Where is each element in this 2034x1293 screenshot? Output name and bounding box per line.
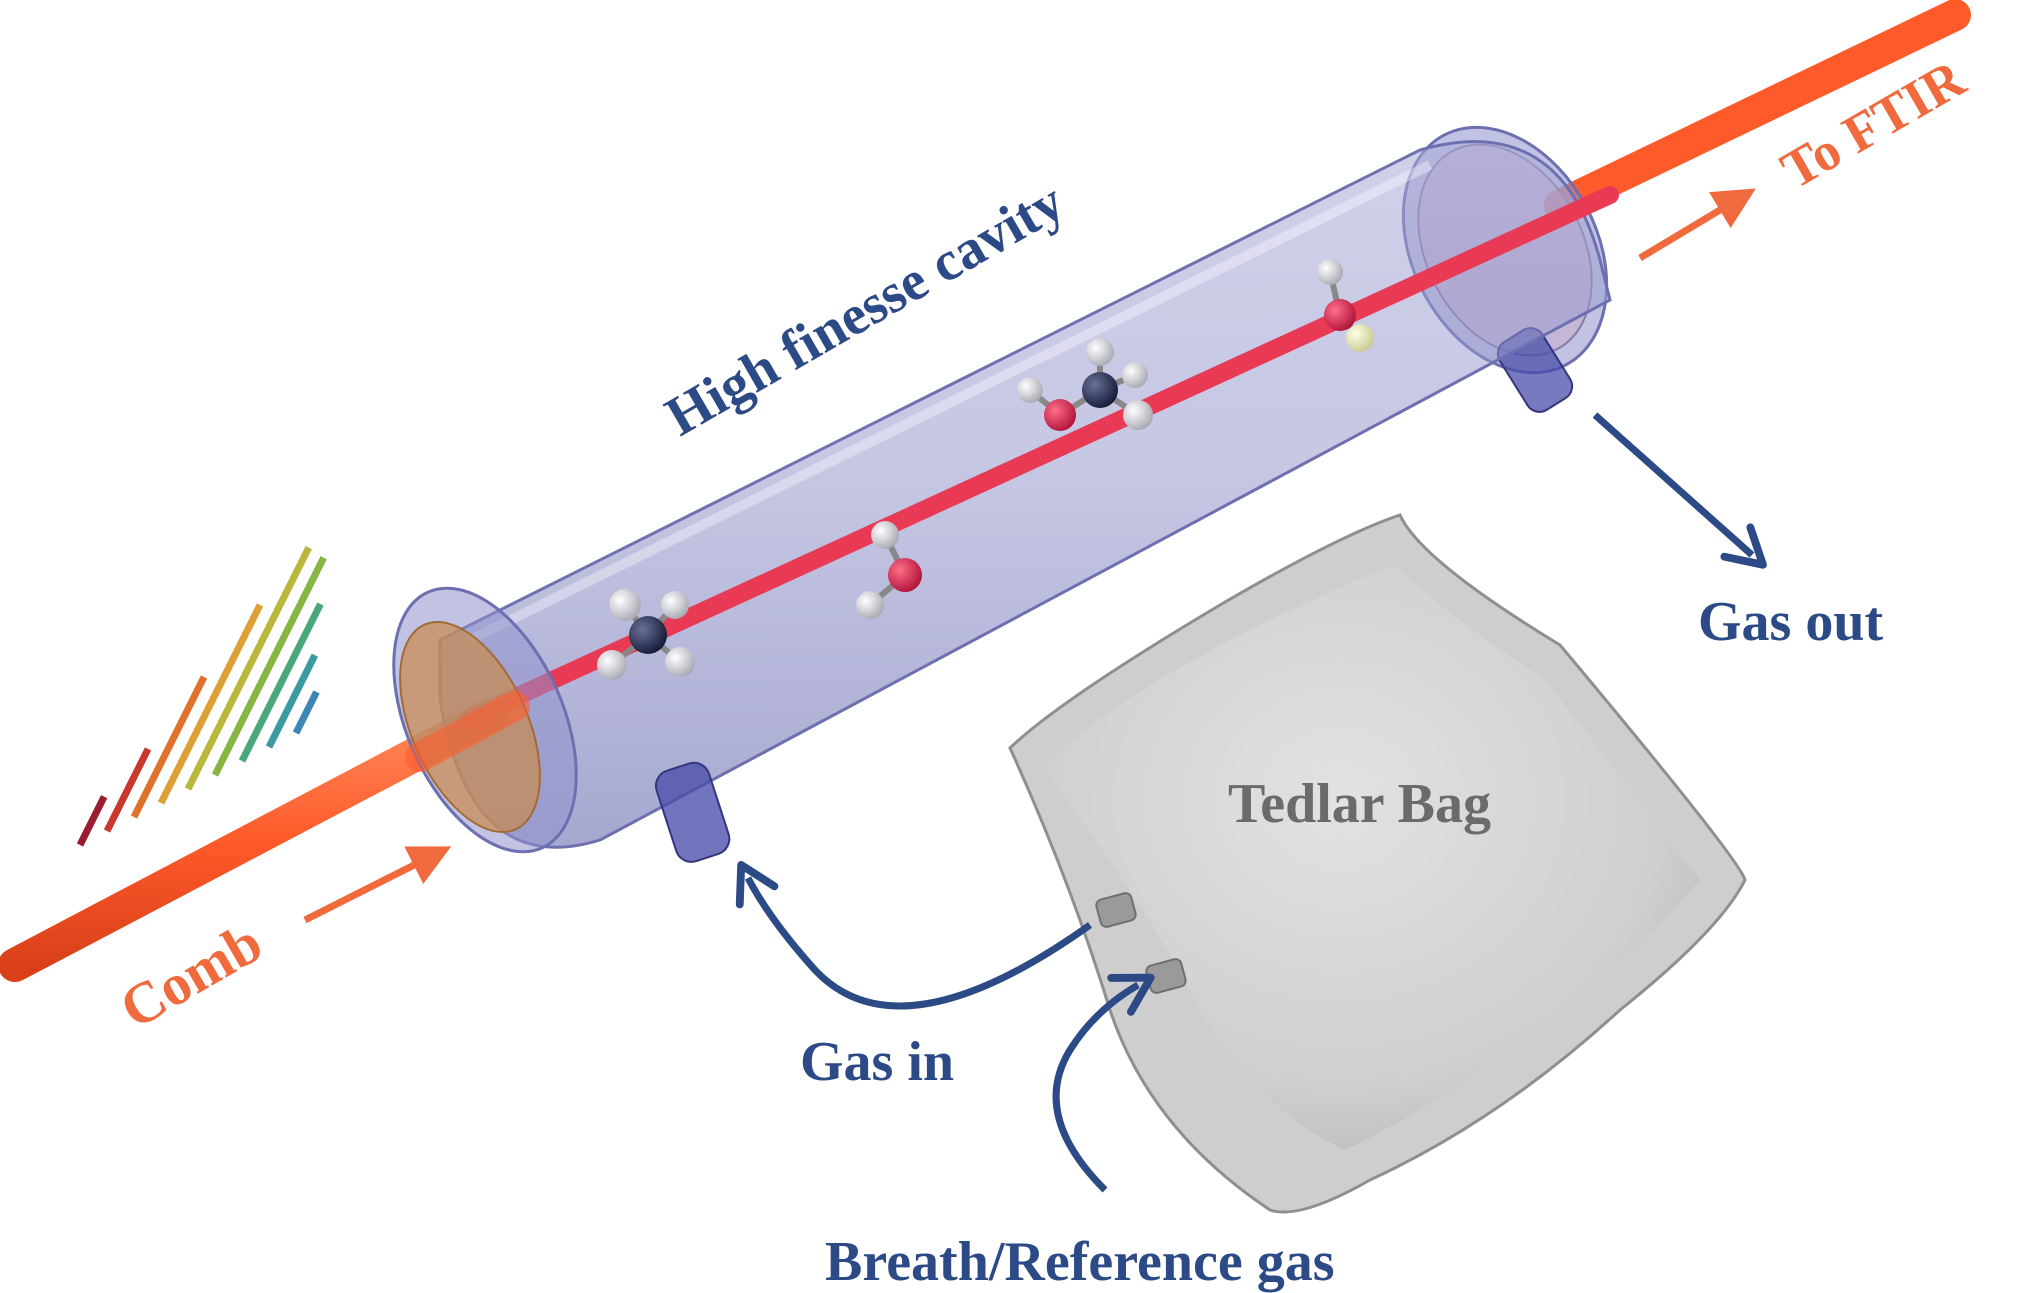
to-ftir-arrow [1638, 188, 1756, 262]
gas-out-label: Gas out [1698, 591, 1883, 653]
comb-tooth-4 [157, 603, 264, 805]
comb-tooth-8 [265, 653, 319, 749]
gas-in-label: Gas in [800, 1031, 954, 1093]
output-beam [1544, 0, 1971, 221]
gas-out-arrow [1592, 412, 1767, 569]
methane-molecule [597, 589, 695, 680]
comb-tooth-9 [292, 690, 320, 735]
comb-spectrum [76, 545, 327, 847]
breath-label: Breath/Reference gas [825, 1231, 1335, 1293]
molecules-group [597, 259, 1374, 680]
tedlar-bag-label: Tedlar Bag [1228, 773, 1491, 835]
gas-in-port [654, 761, 731, 863]
comb-label: Comb [109, 909, 273, 1041]
gas-in-arrow [735, 861, 1093, 1010]
arrows [303, 188, 1767, 1193]
water-molecule [856, 521, 922, 619]
input-mirror [392, 586, 578, 854]
comb-tooth-3 [130, 675, 208, 819]
tedlar-bag [1008, 513, 1747, 1214]
comb-tooth-6 [211, 556, 327, 777]
comb-tooth-5 [184, 545, 312, 791]
comb-tooth-7 [238, 602, 324, 763]
methanol-molecule [1017, 338, 1153, 431]
comb-tooth-2 [103, 747, 152, 833]
comb-arrow [303, 846, 452, 924]
hydroxyl-molecule [1317, 259, 1374, 352]
comb-tooth-1 [76, 795, 108, 847]
breath-arrow [1052, 973, 1155, 1193]
